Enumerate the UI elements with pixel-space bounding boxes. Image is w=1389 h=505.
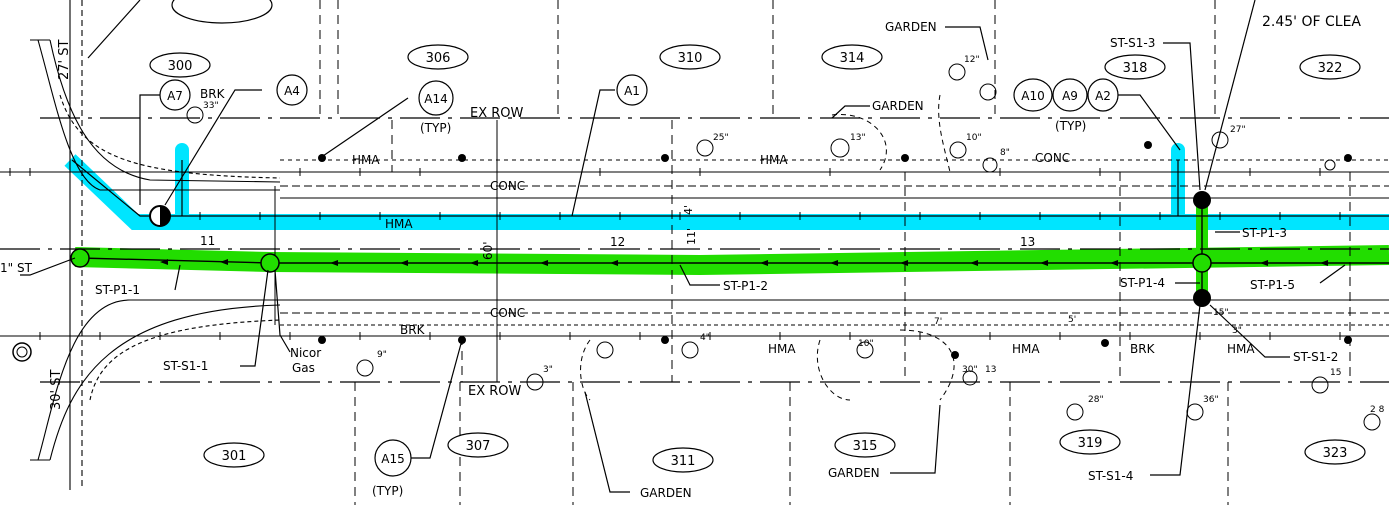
typ-label-1: (TYP) bbox=[420, 121, 451, 135]
lot-306: 306 bbox=[426, 51, 451, 66]
top-right-note: 2.45' OF CLEA bbox=[1262, 14, 1361, 30]
left-edge-street-label: 1" ST bbox=[0, 261, 33, 275]
tree-size: 13 bbox=[985, 365, 996, 375]
hma-label-5: HMA bbox=[1012, 342, 1040, 356]
manholes bbox=[12, 191, 1212, 362]
station-12: 12 bbox=[610, 235, 625, 249]
gas-label: Gas bbox=[292, 361, 315, 375]
ex-row-bottom: EX ROW bbox=[468, 384, 522, 399]
conc-label-3: CONC bbox=[1035, 151, 1070, 165]
tree-size: 3" bbox=[543, 365, 553, 375]
tree-size: 30" bbox=[962, 365, 978, 375]
hma-label-1: HMA bbox=[352, 153, 380, 167]
tree-size: 10" bbox=[858, 339, 874, 349]
tree-size: 27" bbox=[1230, 125, 1246, 135]
station-13: 13 bbox=[1020, 235, 1035, 249]
callout-a15: A15 bbox=[381, 452, 404, 466]
hma-label-6: HMA bbox=[1227, 342, 1255, 356]
brk-label-3: BRK bbox=[1130, 342, 1156, 356]
garden-outlines bbox=[580, 94, 955, 401]
tree-size: 8" bbox=[1000, 148, 1010, 158]
garden-label-3: GARDEN bbox=[640, 486, 692, 500]
tree-size: 4" bbox=[700, 333, 710, 343]
tree-size: 7' bbox=[934, 317, 942, 327]
lot-301: 301 bbox=[222, 449, 247, 464]
label-st-p1-4: ST-P1-4 bbox=[1120, 276, 1165, 290]
label-st-s1-4: ST-S1-4 bbox=[1088, 469, 1133, 483]
line-ticks bbox=[9, 168, 1341, 340]
callout-a10: A10 bbox=[1021, 89, 1044, 103]
tree-size: 13" bbox=[850, 133, 866, 143]
lot-315: 315 bbox=[853, 439, 878, 454]
lot-318: 318 bbox=[1123, 61, 1148, 76]
tree-size: 2 8 bbox=[1370, 405, 1385, 415]
tree-size: 3" bbox=[1232, 326, 1242, 336]
label-st-p1-1: ST-P1-1 bbox=[95, 283, 140, 297]
garden-label-1: GARDEN bbox=[885, 20, 937, 34]
callout-a7: A7 bbox=[167, 89, 183, 103]
callout-a9: A9 bbox=[1062, 89, 1078, 103]
callout-a2: A2 bbox=[1095, 89, 1111, 103]
label-st-p1-5: ST-P1-5 bbox=[1250, 278, 1295, 292]
tree-size: 12" bbox=[964, 55, 980, 65]
tree-size: 36" bbox=[1203, 395, 1219, 405]
label-st-p1-3: ST-P1-3 bbox=[1242, 226, 1287, 240]
tree-size: 15" bbox=[1213, 308, 1229, 318]
lot-ovals bbox=[149, 0, 1366, 473]
callout-a4: A4 bbox=[284, 84, 300, 98]
callout-circles bbox=[159, 74, 1119, 477]
dim-11: 11' bbox=[685, 228, 698, 245]
label-st-s1-2: ST-S1-2 bbox=[1293, 350, 1338, 364]
west-street-bottom-label: 30' ST bbox=[49, 370, 64, 411]
tree-size: 10" bbox=[966, 133, 982, 143]
tree-size: 5' bbox=[1068, 315, 1076, 325]
tree-size: 25" bbox=[713, 133, 729, 143]
garden-label-4: GARDEN bbox=[828, 466, 880, 480]
tree-size: 9" bbox=[377, 350, 387, 360]
west-street-top-label: 27' ST bbox=[57, 40, 72, 81]
hma-label-2: HMA bbox=[760, 153, 788, 167]
lot-322: 322 bbox=[1318, 61, 1343, 76]
tree-size: 15 bbox=[1330, 368, 1341, 378]
lot-314: 314 bbox=[840, 51, 865, 66]
tree-size: 28" bbox=[1088, 395, 1104, 405]
hma-label-3: HMA bbox=[385, 217, 413, 231]
lot-310: 310 bbox=[678, 51, 703, 66]
conc-label-1: CONC bbox=[490, 179, 525, 193]
label-st-s1-1: ST-S1-1 bbox=[163, 359, 208, 373]
dim-60: 60' bbox=[481, 241, 495, 260]
hma-label-4: HMA bbox=[768, 342, 796, 356]
callout-a1: A1 bbox=[624, 84, 640, 98]
typ-label-3: (TYP) bbox=[372, 484, 403, 498]
callout-a14: A14 bbox=[424, 92, 447, 106]
station-11: 11 bbox=[200, 234, 215, 248]
west-street bbox=[30, 0, 281, 490]
property-lines bbox=[319, 0, 1351, 505]
row-lines bbox=[0, 117, 1389, 383]
valve-symbols bbox=[318, 141, 1352, 359]
lot-323: 323 bbox=[1323, 446, 1348, 461]
lot-300: 300 bbox=[168, 59, 193, 74]
label-st-p1-2: ST-P1-2 bbox=[723, 279, 768, 293]
tree-size: 33" bbox=[203, 101, 219, 111]
nicor-label: Nicor bbox=[290, 346, 321, 360]
brk-label-2: BRK bbox=[400, 323, 426, 337]
garden-label-2: GARDEN bbox=[872, 99, 924, 113]
typ-label-2: (TYP) bbox=[1055, 119, 1086, 133]
leader-lines bbox=[20, 0, 1346, 493]
water-main-line bbox=[71, 159, 1389, 217]
lot-311: 311 bbox=[671, 454, 696, 469]
lot-319: 319 bbox=[1078, 436, 1103, 451]
conc-label-2: CONC bbox=[490, 306, 525, 320]
brk-label-1: BRK bbox=[200, 87, 226, 101]
dim-4: 4' bbox=[682, 205, 695, 215]
label-st-s1-3: ST-S1-3 bbox=[1110, 36, 1155, 50]
ex-row-top: EX ROW bbox=[470, 106, 524, 121]
lot-307: 307 bbox=[466, 439, 491, 454]
